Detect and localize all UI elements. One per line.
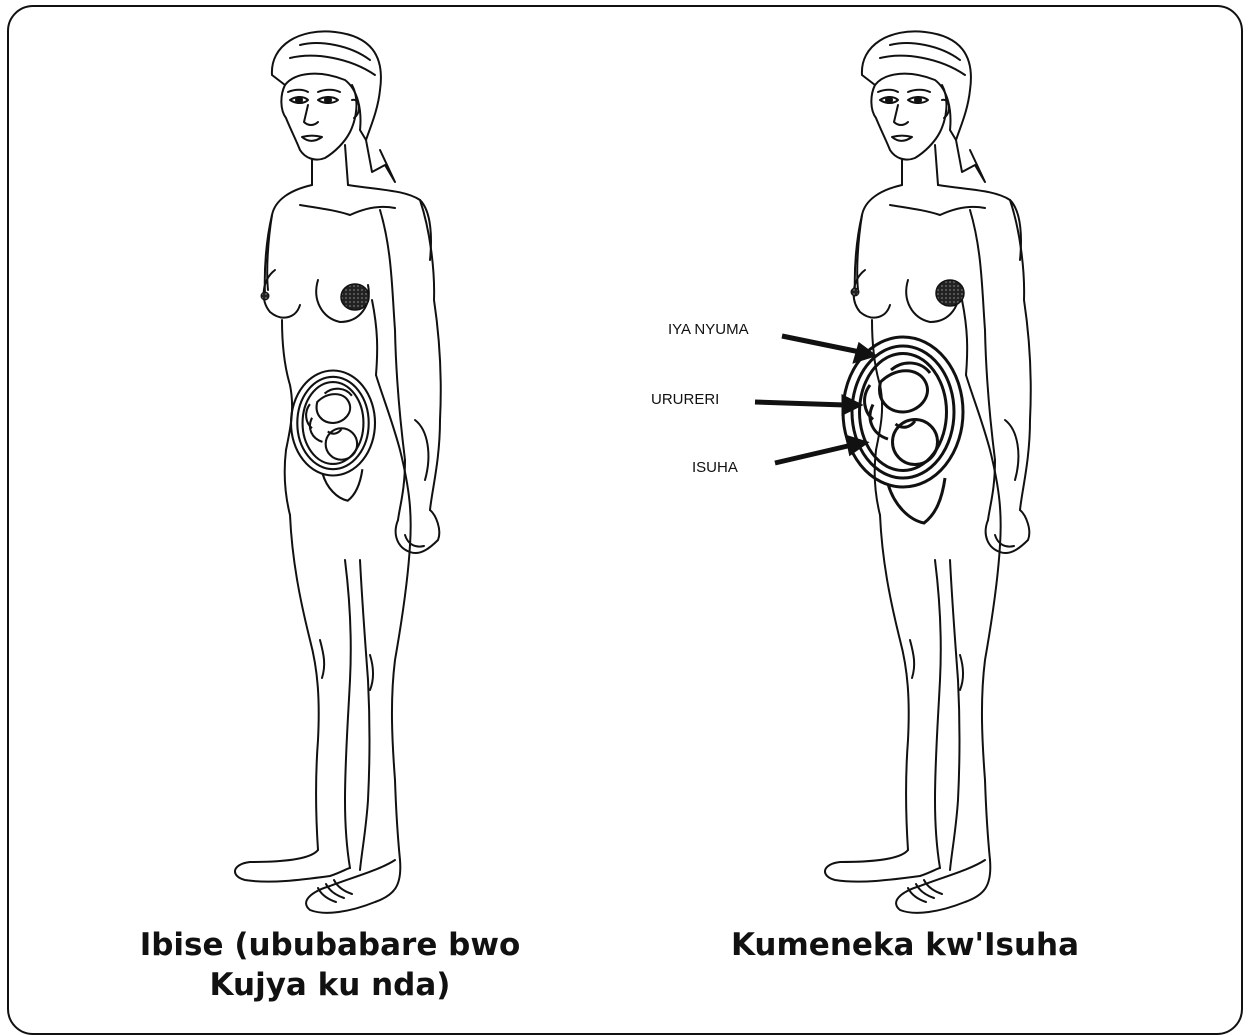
label-arrows — [755, 336, 872, 463]
caption-left: Ibise (ububabare bwo Kujya ku nda) — [95, 925, 565, 1006]
arrow-bag — [775, 445, 852, 463]
caption-right: Kumeneka kw'Isuha — [700, 925, 1110, 965]
arrow-cord — [755, 402, 845, 405]
label-cord: URURERI — [651, 391, 719, 408]
woman-figure-right — [825, 31, 1031, 912]
arrow-placenta — [782, 336, 860, 352]
label-bag-of-waters: ISUHA — [692, 459, 738, 476]
woman-figure-left — [235, 31, 441, 912]
caption-left-line2: Kujya ku nda) — [95, 965, 565, 1005]
label-placenta: IYA NYUMA — [668, 321, 749, 338]
arrow-cord-head — [844, 398, 858, 412]
caption-left-line1: Ibise (ububabare bwo — [95, 925, 565, 965]
illustration: IYA NYUMA URURERI ISUHA — [0, 0, 1251, 1012]
